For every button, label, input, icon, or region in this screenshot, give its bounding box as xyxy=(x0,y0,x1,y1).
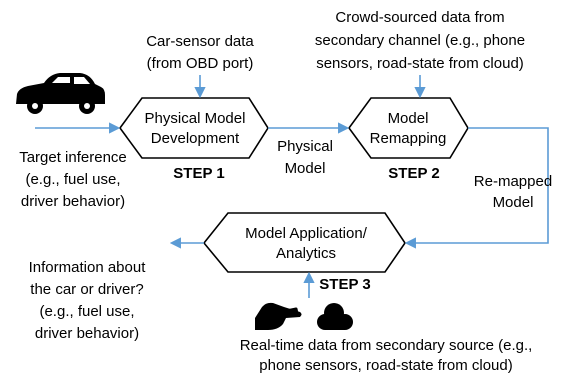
step2-title-line-1: Model xyxy=(388,110,429,127)
step2-box xyxy=(348,97,469,159)
physical-model-edge-label: Physical Model xyxy=(277,138,333,177)
crowd-sourced-line-3: sensors, road-state from cloud) xyxy=(316,55,524,72)
step1-label: STEP 1 xyxy=(173,165,224,182)
crowd-sourced-label: Crowd-sourced data from secondary channe… xyxy=(315,9,525,72)
output-line-3: (e.g., fuel use, xyxy=(39,303,134,320)
physical-model-line-2: Model xyxy=(285,160,326,177)
step3-box xyxy=(202,212,406,273)
target-inference-label: Target inference (e.g., fuel use, driver… xyxy=(19,149,127,210)
target-inference-line-3: driver behavior) xyxy=(21,193,125,210)
cloud-icon xyxy=(317,303,353,330)
step1-title-line-1: Physical Model xyxy=(145,110,246,127)
step2-title-line-2: Remapping xyxy=(370,130,447,147)
step3-title-line-2: Analytics xyxy=(276,245,336,262)
step3-label: STEP 3 xyxy=(319,276,370,293)
output-line-1: Information about xyxy=(29,259,147,276)
remapped-model-edge-label: Re-mapped Model xyxy=(474,173,552,211)
crowd-sourced-line-2: secondary channel (e.g., phone xyxy=(315,32,525,49)
realtime-label: Real-time data from secondary source (e.… xyxy=(240,337,533,374)
remapped-model-line-1: Re-mapped xyxy=(474,173,552,190)
step2-title: Model Remapping xyxy=(370,110,447,147)
realtime-line-1: Real-time data from secondary source (e.… xyxy=(240,337,533,354)
remapped-model-arrow xyxy=(404,127,549,249)
step3-title: Model Application/ Analytics xyxy=(245,225,368,262)
step1-box xyxy=(119,97,269,159)
target-inference-line-2: (e.g., fuel use, xyxy=(25,171,120,188)
output-label: Information about the car or driver? (e.… xyxy=(29,259,147,342)
output-line-2: the car or driver? xyxy=(30,281,143,298)
car-icon xyxy=(16,73,105,114)
remapped-model-line-2: Model xyxy=(493,194,534,211)
phone-in-hand-icon xyxy=(255,302,302,330)
realtime-line-2: phone sensors, road-state from cloud) xyxy=(259,357,512,374)
crowd-sourced-line-1: Crowd-sourced data from xyxy=(335,9,504,26)
output-line-4: driver behavior) xyxy=(35,325,139,342)
step1-title-line-2: Development xyxy=(151,130,240,147)
physical-model-line-1: Physical xyxy=(277,138,333,155)
step3-title-line-1: Model Application/ xyxy=(245,225,368,242)
target-inference-line-1: Target inference xyxy=(19,149,127,166)
car-sensor-line-2: (from OBD port) xyxy=(147,55,254,72)
car-sensor-line-1: Car-sensor data xyxy=(146,33,254,50)
step2-label: STEP 2 xyxy=(388,165,439,182)
step1-title: Physical Model Development xyxy=(145,110,246,147)
car-sensor-label: Car-sensor data (from OBD port) xyxy=(146,33,254,72)
